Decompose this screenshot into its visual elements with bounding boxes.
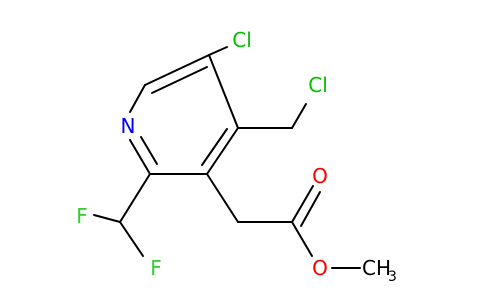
atom-ch3: CH bbox=[362, 256, 391, 280]
atom-f-top: F bbox=[76, 204, 88, 228]
bond-ch2-cl bbox=[291, 103, 307, 129]
bond-c5-c4 bbox=[208, 54, 239, 129]
bond-c2-n1 bbox=[129, 139, 151, 175]
bond-c2-n1-inner bbox=[140, 136, 158, 165]
atom-o-carbonyl: O bbox=[312, 164, 328, 188]
atom-ch3-subscript: 3 bbox=[388, 269, 397, 285]
atom-f-bottom: F bbox=[150, 256, 162, 280]
atom-n: N bbox=[121, 114, 136, 138]
atom-cl-chain: Cl bbox=[308, 73, 328, 97]
atom-labels: N Cl Cl O O F F CH 3 bbox=[76, 28, 397, 285]
bond-n1-c6 bbox=[129, 84, 146, 113]
bond-c3-ch2 bbox=[206, 173, 239, 223]
bond-c5-cl bbox=[208, 46, 228, 56]
bond-c-o-double-1 bbox=[291, 185, 314, 223]
bond-c4-c3 bbox=[206, 127, 239, 175]
atom-cl-ring: Cl bbox=[232, 28, 252, 52]
bond-c6-c5-inner bbox=[151, 66, 208, 94]
bond-c4-c3-inner bbox=[201, 128, 228, 166]
bond-c2-chf2 bbox=[119, 173, 151, 223]
bonds bbox=[93, 46, 361, 269]
bond-chf2-f-bottom bbox=[119, 221, 144, 257]
bond-c-o-single bbox=[291, 221, 313, 257]
bond-c6-c5 bbox=[144, 54, 210, 86]
atom-o-ester: O bbox=[312, 256, 328, 280]
bond-chf2-f-top bbox=[93, 214, 121, 223]
bond-c-o-double-2 bbox=[300, 191, 321, 227]
